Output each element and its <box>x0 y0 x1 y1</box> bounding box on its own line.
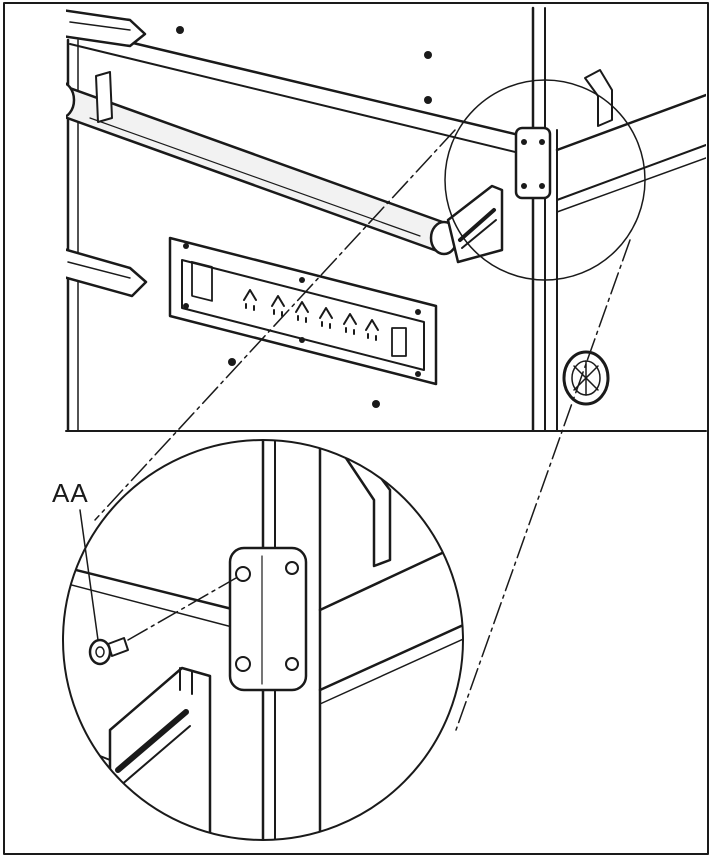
bolt-hole <box>235 566 251 582</box>
detail-view-border <box>62 439 464 841</box>
side-top-bracket <box>584 69 613 127</box>
part-callout-label: AA <box>52 478 89 508</box>
cabinet-view <box>66 6 706 431</box>
caster-wheel <box>562 350 610 406</box>
handle-end-bracket <box>446 184 504 264</box>
detail-circle <box>444 79 646 281</box>
screw-aa <box>88 637 129 666</box>
lower-hinge <box>66 248 148 298</box>
figure-border <box>3 2 709 855</box>
power-strip <box>168 236 438 386</box>
detail-leader-lines <box>94 129 631 731</box>
detail-corner-bracket <box>228 546 308 692</box>
enlarged-detail-view <box>62 439 464 841</box>
screw-insertion-line <box>127 577 237 641</box>
handle-bar <box>66 71 504 264</box>
callout-leader <box>79 509 99 641</box>
corner-bracket <box>514 126 552 200</box>
top-hinge <box>66 9 147 48</box>
lid-edge <box>68 26 542 142</box>
